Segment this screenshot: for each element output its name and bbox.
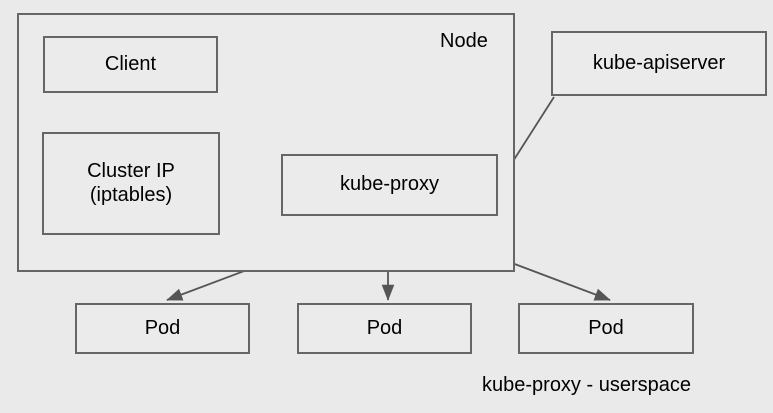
box-cluster-ip[interactable]: Cluster IP (iptables) (42, 132, 220, 235)
box-pod-1-label: Pod (144, 316, 181, 339)
box-kube-proxy[interactable]: kube-proxy (281, 154, 498, 216)
box-cluster-ip-label: Cluster IP (87, 159, 175, 182)
box-pod-2[interactable]: Pod (297, 303, 472, 354)
diagram-caption: kube-proxy - userspace (482, 374, 691, 396)
box-kube-proxy-label: kube-proxy (340, 173, 439, 196)
box-pod-3-label: Pod (588, 316, 624, 339)
box-client-label: Client (104, 52, 157, 75)
node-container-label: Node (440, 30, 488, 52)
box-client[interactable]: Client (43, 36, 218, 93)
box-kube-apiserver[interactable]: kube-apiserver (551, 31, 767, 96)
box-pod-3[interactable]: Pod (518, 303, 694, 354)
box-kube-apiserver-label: kube-apiserver (592, 51, 726, 74)
box-pod-2-label: Pod (366, 316, 403, 339)
box-cluster-ip-sublabel: (iptables) (89, 183, 173, 206)
box-pod-1[interactable]: Pod (75, 303, 250, 354)
